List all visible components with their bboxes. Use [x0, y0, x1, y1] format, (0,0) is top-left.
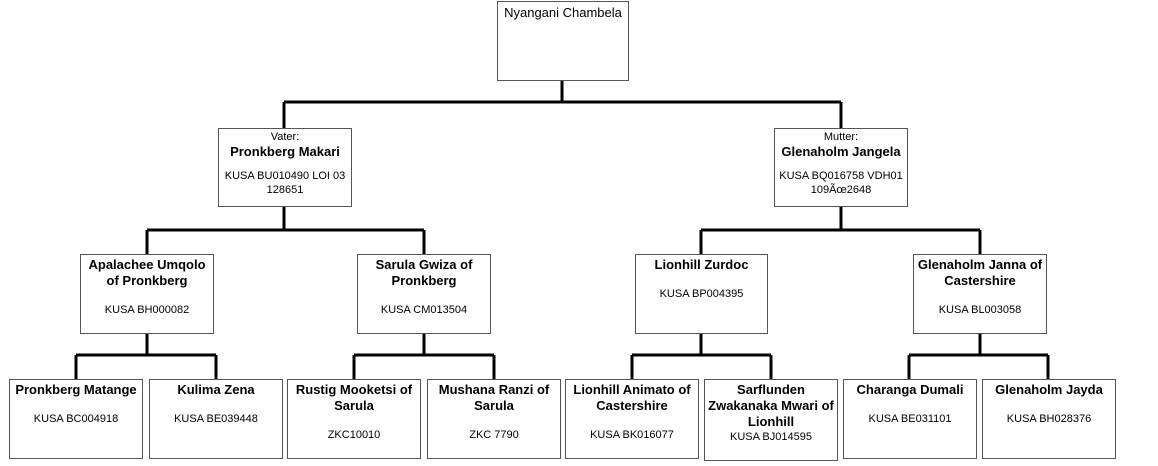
dam-reg: KUSA BQ016758 VDH01 109Ãœ2648: [779, 170, 903, 196]
dam-box: Mutter: Glenaholm Jangela KUSA BQ016758 …: [774, 128, 908, 207]
gen2-reg-0: KUSA BH000082: [104, 304, 190, 316]
connector-g2-3: [907, 333, 1050, 379]
gen2-box-2: Lionhill Zurdoc KUSA BP004395: [635, 254, 768, 334]
connector-g2-0: [74, 333, 218, 379]
sire-role: Vater:: [270, 131, 300, 143]
gen3-reg-1: KUSA BE039448: [174, 413, 258, 425]
gen2-reg-3: KUSA BL003058: [938, 304, 1022, 316]
gen3-name-5: Sarflunden Zwakanaka Mwari of Lionhill: [708, 382, 834, 429]
gen3-reg-5: KUSA BJ014595: [730, 431, 812, 443]
gen3-box-2: Rustig Mooketsi of Sarula ZKC10010: [287, 379, 421, 459]
gen3-box-1: Kulima Zena KUSA BE039448: [149, 379, 283, 459]
gen3-box-5: Sarflunden Zwakanaka Mwari of Lionhill K…: [704, 379, 838, 461]
dam-name: Glenaholm Jangela: [781, 144, 901, 159]
subject-box: Nyangani Chambela: [497, 1, 629, 81]
gen3-reg-0: KUSA BC004918: [33, 413, 119, 425]
gen2-reg-2: KUSA BP004395: [659, 288, 744, 300]
gen3-reg-6: KUSA BE031101: [868, 413, 952, 425]
gen3-box-4: Lionhill Animato of Castershire KUSA BK0…: [565, 379, 699, 459]
gen3-name-1: Kulima Zena: [177, 382, 255, 397]
gen3-name-6: Charanga Dumali: [856, 382, 964, 397]
gen2-name-3: Glenaholm Janna of Castershire: [917, 257, 1043, 288]
gen3-name-4: Lionhill Animato of Castershire: [573, 382, 691, 413]
gen2-box-3: Glenaholm Janna of Castershire KUSA BL00…: [913, 254, 1047, 334]
connector-root: [282, 81, 843, 128]
sire-box: Vater: Pronkberg Makari KUSA BU010490 LO…: [218, 128, 352, 207]
gen2-box-0: Apalachee Umqolo of Pronkberg KUSA BH000…: [80, 254, 214, 334]
connector-g2-1: [352, 333, 496, 379]
gen3-name-0: Pronkberg Matange: [15, 382, 137, 397]
subject-name: Nyangani Chambela: [504, 5, 622, 20]
gen3-name-2: Rustig Mooketsi of Sarula: [295, 382, 413, 413]
dam-role: Mutter:: [823, 131, 859, 143]
gen2-box-1: Sarula Gwiza of Pronkberg KUSA CM013504: [357, 254, 491, 334]
gen3-box-0: Pronkberg Matange KUSA BC004918: [9, 379, 143, 459]
gen2-name-0: Apalachee Umqolo of Pronkberg: [88, 257, 206, 288]
connector-g2-2: [630, 333, 773, 379]
sire-name: Pronkberg Makari: [230, 144, 340, 159]
gen3-reg-3: ZKC 7790: [469, 429, 519, 441]
gen3-name-3: Mushana Ranzi of Sarula: [438, 382, 550, 413]
gen3-reg-7: KUSA BH028376: [1006, 413, 1092, 425]
gen3-reg-4: KUSA BK016077: [590, 429, 674, 441]
gen2-reg-1: KUSA CM013504: [380, 304, 468, 316]
gen3-box-3: Mushana Ranzi of Sarula ZKC 7790: [427, 379, 561, 459]
sire-reg: KUSA BU010490 LOI 03 128651: [224, 170, 346, 196]
gen3-box-6: Charanga Dumali KUSA BE031101: [843, 379, 977, 459]
gen2-name-1: Sarula Gwiza of Pronkberg: [375, 257, 473, 288]
gen3-name-7: Glenaholm Jayda: [995, 382, 1103, 397]
gen3-reg-2: ZKC10010: [327, 429, 381, 441]
gen2-name-2: Lionhill Zurdoc: [654, 257, 749, 272]
connector-sire: [145, 206, 426, 254]
gen3-box-7: Glenaholm Jayda KUSA BH028376: [982, 379, 1116, 459]
connector-dam: [699, 206, 982, 254]
